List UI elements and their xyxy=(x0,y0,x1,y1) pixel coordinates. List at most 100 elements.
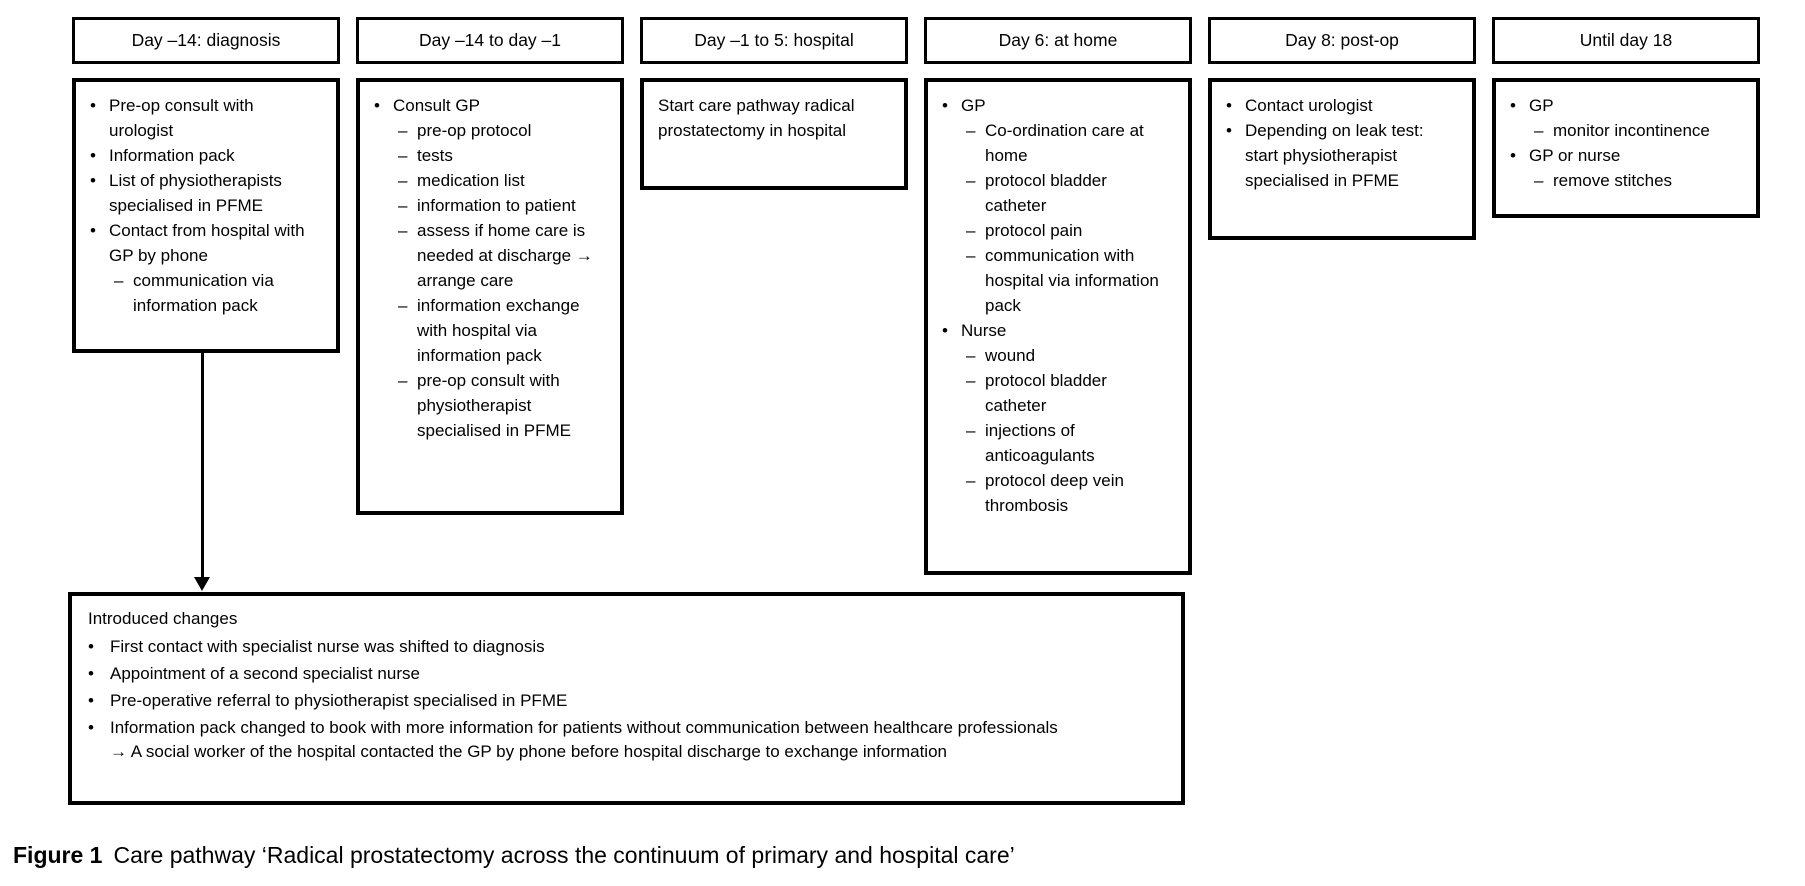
dash-marker: – xyxy=(966,246,976,265)
list-item: –protocol pain xyxy=(966,218,1172,243)
list-item: • Pre-op consult with urologist xyxy=(90,93,320,143)
figure-caption-text: Care pathway ‘Radical prostatectomy acro… xyxy=(113,842,1015,868)
list-item: • Contact urologist xyxy=(1226,93,1456,118)
list-item-text: medication list xyxy=(417,171,525,190)
dash-marker: – xyxy=(398,196,408,215)
list-item-text: GP xyxy=(961,96,986,115)
list-item: • List of physiotherapists specialised in… xyxy=(90,168,320,218)
stage-column-diagnosis: Day –14: diagnosis •Pre-op consult with … xyxy=(72,17,340,353)
list-item: • Consult GP xyxy=(374,93,604,118)
list-item-text: Depending on leak test: start physiother… xyxy=(1245,121,1424,190)
list-item-text: Pre-operative referral to physiotherapis… xyxy=(110,691,568,710)
list-item: –information to patient xyxy=(398,193,604,218)
stage-content: •Consult GP –pre-op protocol –tests –med… xyxy=(356,78,624,515)
dash-marker: – xyxy=(398,121,408,140)
list-item-text: List of physiotherapists specialised in … xyxy=(109,171,282,215)
list-item-text: pre-op consult with physiotherapist spec… xyxy=(417,371,572,440)
dash-marker: – xyxy=(966,121,976,140)
dash-marker: – xyxy=(398,371,408,390)
bullet-marker: • xyxy=(88,637,94,656)
stage-header-label: Until day 18 xyxy=(1579,30,1673,50)
list-item-text: tests xyxy=(417,146,453,165)
bullet-marker: • xyxy=(374,96,380,115)
bullet-marker: • xyxy=(90,171,96,190)
list-item-text: protocol bladder catheter xyxy=(985,371,1107,415)
stage-column-at-home: Day 6: at home •GP –Co-ordination care a… xyxy=(924,17,1192,575)
bullet-marker: • xyxy=(90,96,96,115)
list-item-text: information exchange with hospital via i… xyxy=(417,296,580,365)
list-item-text: protocol deep vein thrombosis xyxy=(985,471,1124,515)
list-item: Start care pathway radical prostatectomy… xyxy=(658,93,888,143)
list-item: –medication list xyxy=(398,168,604,193)
list-item: –monitor incontinence xyxy=(1534,118,1740,143)
list-item: •Contact from hospital with GP by phone xyxy=(90,218,320,268)
stage-header: Day 6: at home xyxy=(924,17,1192,64)
list-item: • GP xyxy=(942,93,1172,118)
dash-marker: – xyxy=(398,146,408,165)
dash-marker: – xyxy=(966,171,976,190)
list-item: –information exchange with hospital via … xyxy=(398,293,604,368)
list-item-text: Consult GP xyxy=(393,96,480,115)
list-item-text: communication with hospital via informat… xyxy=(985,246,1159,315)
list-item: •Information pack changed to book with m… xyxy=(88,716,1061,764)
bullet-marker: • xyxy=(88,718,94,737)
list-item: –injections of anticoagulants xyxy=(966,418,1172,468)
dash-marker: – xyxy=(114,271,124,290)
list-item-text: Contact urologist xyxy=(1245,96,1373,115)
list-item: –communication with hospital via informa… xyxy=(966,243,1172,318)
list-item: • Appointment of a second specialist nurs… xyxy=(88,662,1061,686)
stage-content: Start care pathway radical prostatectomy… xyxy=(640,78,908,190)
bullet-marker: • xyxy=(1510,146,1516,165)
bullet-marker: • xyxy=(1226,96,1232,115)
list-item-text: First contact with specialist nurse was … xyxy=(110,637,545,656)
list-item-text: protocol bladder catheter xyxy=(985,171,1107,215)
list-item-text: Appointment of a second specialist nurse xyxy=(110,664,420,683)
list-item: –communication via information pack xyxy=(114,268,320,318)
list-item: –remove stitches xyxy=(1534,168,1740,193)
list-item-text: monitor incontinence xyxy=(1553,121,1710,140)
list-item-text: pre-op protocol xyxy=(417,121,532,140)
dash-marker: – xyxy=(1534,121,1544,140)
list-item-text: remove stitches xyxy=(1553,171,1673,190)
list-item-text: Contact from hospital with GP by phone xyxy=(109,221,305,265)
list-item-text: Co-ordination care at home xyxy=(985,121,1144,165)
bullet-marker: • xyxy=(1510,96,1516,115)
figure-caption-label: Figure 1 xyxy=(13,842,103,868)
stage-header: Day –1 to 5: hospital xyxy=(640,17,908,64)
dash-marker: – xyxy=(966,221,976,240)
list-item: –wound xyxy=(966,343,1172,368)
stage-content: • Pre-op consult with urologist • Informat… xyxy=(72,78,340,353)
list-item-text: communication via information pack xyxy=(133,271,274,315)
bullet-marker: • xyxy=(88,664,94,683)
bullet-marker: • xyxy=(90,146,96,165)
list-item-text: assess if home care is needed at dischar… xyxy=(417,221,593,290)
bullet-marker: • xyxy=(942,96,948,115)
list-item-text: Start care pathway radical prostatectomy… xyxy=(658,96,855,140)
dash-marker: – xyxy=(398,296,408,315)
list-item: –protocol bladder catheter xyxy=(966,168,1172,218)
list-item-text: Pre-op consult with urologist xyxy=(109,96,254,140)
stage-header: Day 8: post-op xyxy=(1208,17,1476,64)
dash-marker: – xyxy=(966,371,976,390)
list-item-text: protocol pain xyxy=(985,221,1083,240)
list-item-text: injections of anticoagulants xyxy=(985,421,1095,465)
flow-arrow-head-icon xyxy=(194,577,210,591)
list-item: –tests xyxy=(398,143,604,168)
dash-marker: – xyxy=(966,346,976,365)
dash-marker: – xyxy=(966,421,976,440)
list-item-text: GP or nurse xyxy=(1529,146,1621,165)
bullet-marker: • xyxy=(88,691,94,710)
figure-caption: Figure 1 Care pathway ‘Radical prostatect… xyxy=(13,838,1015,872)
stage-content: •GP –monitor incontinence •GP or nurse –… xyxy=(1492,78,1760,218)
stage-column-hospital: Day –1 to 5: hospital Start care pathway… xyxy=(640,17,908,190)
stage-header: Until day 18 xyxy=(1492,17,1760,64)
list-item-text: wound xyxy=(985,346,1036,365)
bullet-marker: • xyxy=(942,321,948,340)
list-item: • Information pack xyxy=(90,143,320,168)
list-item: • Pre-operative referral to physiotherapi… xyxy=(88,689,1061,713)
list-item: •GP xyxy=(1510,93,1740,118)
list-item-text: Information pack xyxy=(109,146,235,165)
list-item: –protocol deep vein thrombosis xyxy=(966,468,1172,518)
dash-marker: – xyxy=(1534,171,1544,190)
list-item: –Co-ordination care at home xyxy=(966,118,1172,168)
